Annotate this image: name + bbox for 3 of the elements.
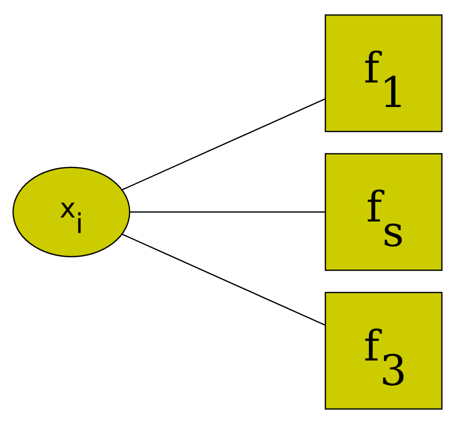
connector xyxy=(130,211,326,213)
connector xyxy=(122,98,326,190)
connector xyxy=(122,234,326,326)
